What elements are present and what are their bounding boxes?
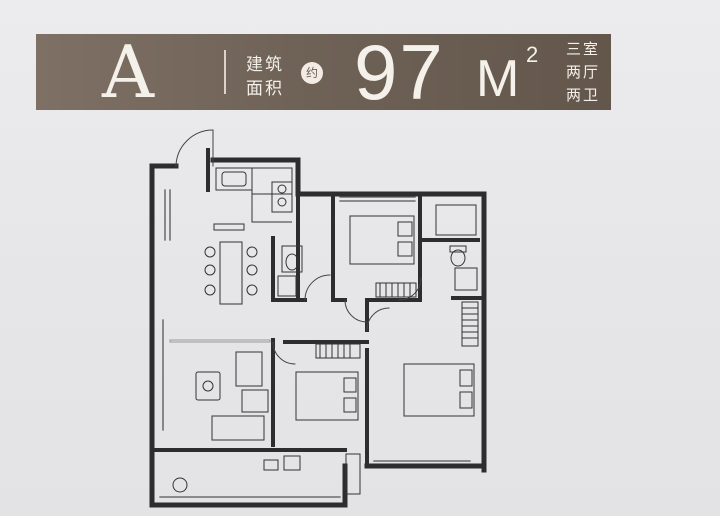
exterior-walls [149, 157, 487, 508]
wardrobe-icon [315, 282, 479, 359]
windows [159, 189, 471, 498]
door-swing-icon [175, 129, 422, 365]
header-banner: A 建筑 面积 约 97 M 2 三室 两厅 两卫 [36, 30, 611, 114]
area-label-line2: 面积 [246, 79, 284, 99]
kitchen [215, 167, 293, 223]
bed-icon [295, 215, 475, 421]
banner-divider [224, 50, 226, 94]
layout-bathrooms: 两卫 [566, 86, 601, 104]
floor-plan [149, 129, 487, 508]
area-unit: M [476, 50, 520, 108]
unit-type-letter: A [102, 30, 154, 114]
stove-icon [277, 184, 287, 207]
layout-living-rooms: 两厅 [566, 63, 601, 81]
plant-icon [172, 453, 361, 495]
layout-bedrooms: 三室 [566, 40, 601, 58]
area-unit-power: 2 [526, 42, 539, 67]
approx-badge: 约 [301, 62, 323, 84]
area-label-line1: 建筑 [246, 55, 284, 75]
area-value: 97 [354, 28, 445, 116]
dining-table-icon [204, 223, 258, 305]
toilet-icon [277, 204, 478, 297]
sofa-icon [169, 339, 271, 441]
interior-walls [150, 148, 486, 468]
